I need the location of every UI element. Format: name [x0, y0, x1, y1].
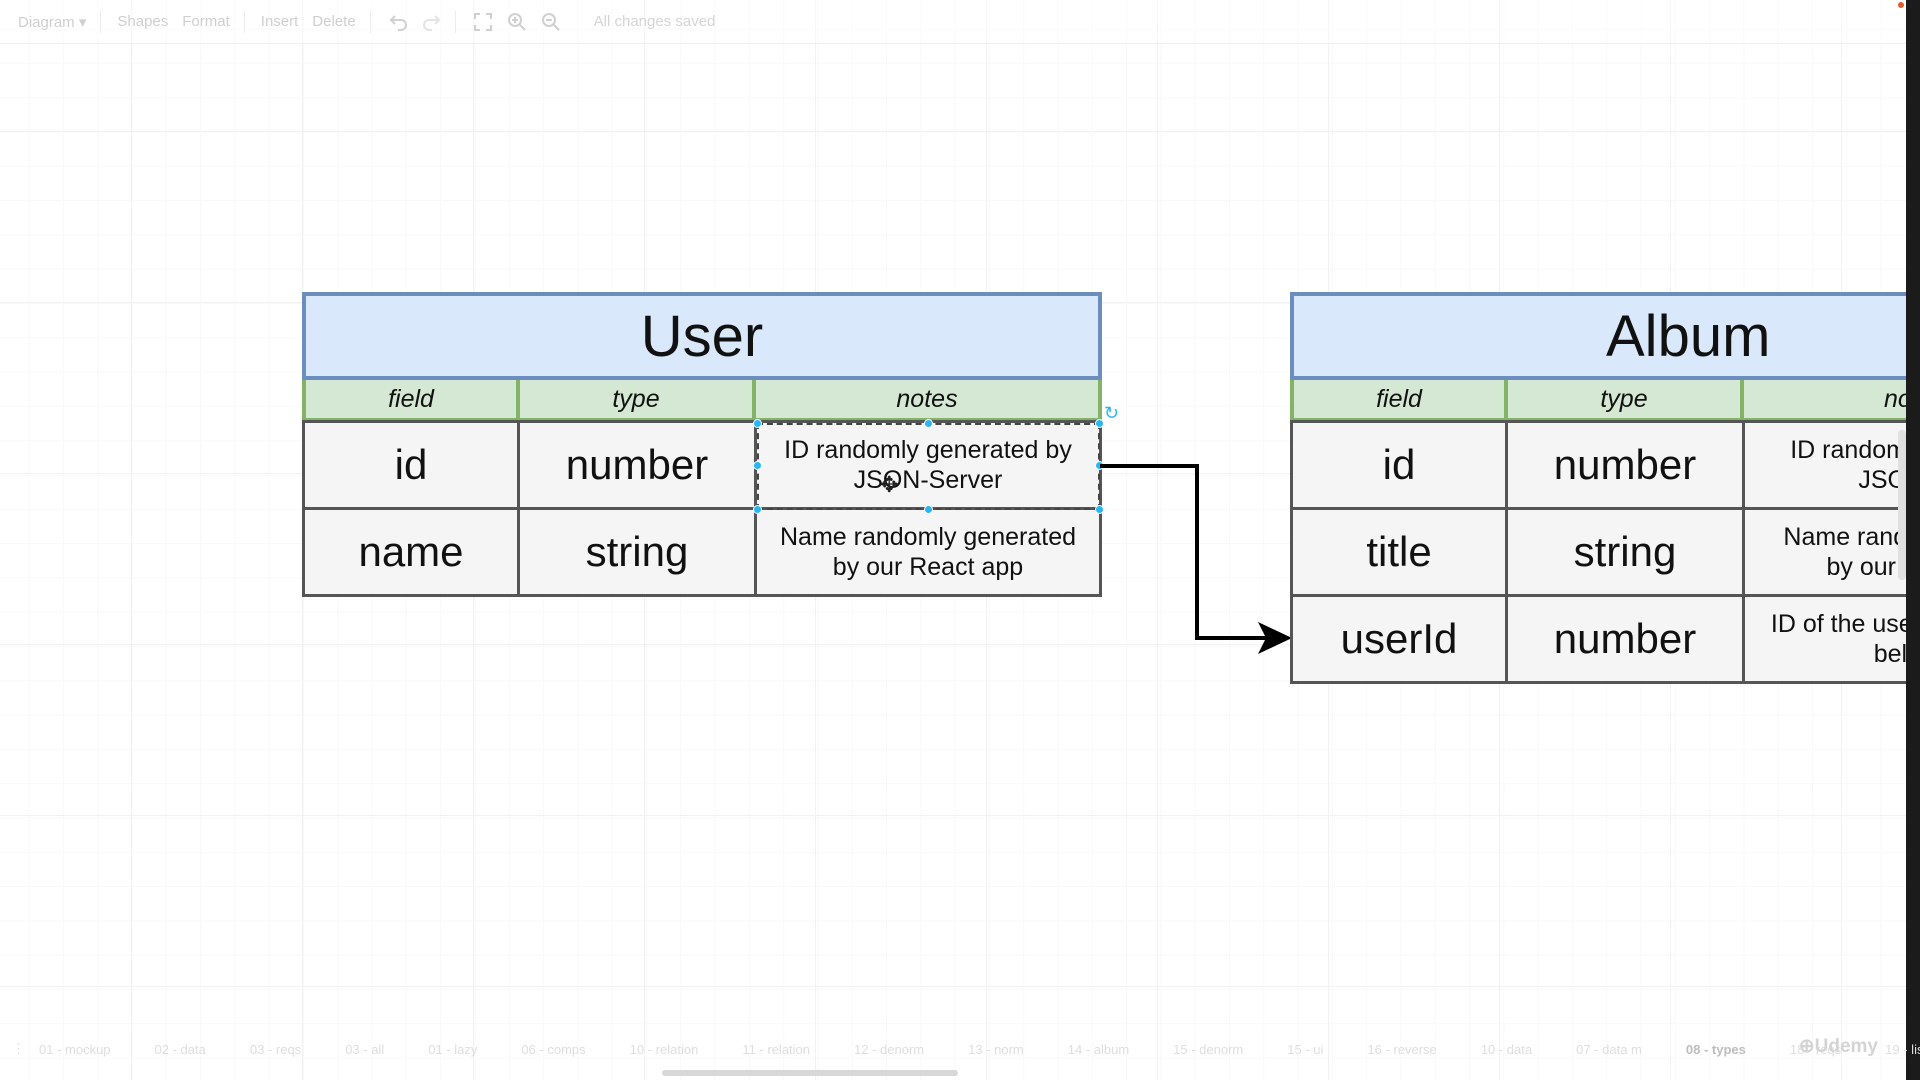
page-tab[interactable]: 18 - reqs — [1789, 1041, 1842, 1057]
page-tab[interactable]: 06 - comps — [521, 1041, 586, 1057]
user-cell-notes[interactable]: ID randomly generated by JSON-Server — [754, 420, 1102, 510]
toolbar-divider — [369, 10, 371, 33]
relation-arrow[interactable] — [1100, 460, 1300, 660]
page-tab[interactable]: 07 - data m — [1576, 1041, 1642, 1057]
toolbar-divider — [100, 10, 102, 33]
album-cell-field[interactable]: title — [1290, 507, 1508, 597]
page-tab[interactable]: 01 - lazy — [428, 1041, 478, 1057]
udemy-watermark: ⊕Udemy — [1798, 1036, 1878, 1057]
album-cell-type[interactable]: number — [1505, 594, 1745, 684]
page-tab[interactable]: 15 - denorm — [1173, 1041, 1244, 1057]
user-header-notes[interactable]: notes — [752, 380, 1102, 422]
page-tab[interactable]: 11 - relation — [742, 1041, 811, 1057]
zoom-in-icon[interactable] — [506, 11, 528, 33]
horizontal-scrollbar[interactable] — [662, 1070, 958, 1076]
album-cell-field[interactable]: id — [1290, 420, 1508, 510]
album-header-field[interactable]: field — [1290, 380, 1508, 422]
page-tab[interactable]: 12 - denorm — [854, 1041, 925, 1057]
vertical-scrollbar[interactable] — [1898, 430, 1906, 580]
resize-handle[interactable] — [753, 505, 762, 514]
album-table[interactable]: Album field type no id number ID randoml… — [1290, 292, 1906, 684]
album-cell-notes[interactable]: ID randomly JSON — [1742, 420, 1906, 510]
shapes-button[interactable]: Shapes — [117, 13, 169, 30]
user-cell-type[interactable]: number — [517, 420, 757, 510]
page-tab[interactable]: 08 - types — [1685, 1041, 1746, 1057]
page-tab-list: 01 - mockup 02 - data 03 - reqs 03 - all 01 … — [39, 1042, 1920, 1057]
page-tab[interactable]: 14 - album — [1067, 1041, 1130, 1057]
album-table-clip: Album field type no id number ID randoml… — [1290, 292, 1906, 692]
user-cell-field[interactable]: id — [302, 420, 520, 510]
album-cell-notes[interactable]: Name rando by our R — [1742, 507, 1906, 597]
undo-icon[interactable] — [387, 11, 409, 33]
user-table[interactable]: User field type notes id number ID rando… — [302, 292, 1102, 598]
album-cell-notes[interactable]: ID of the user belo — [1742, 594, 1906, 684]
page-tab[interactable]: 15 - ui — [1287, 1041, 1324, 1057]
toolbar-divider — [454, 10, 456, 33]
page-tab[interactable]: 16 - reverse — [1367, 1041, 1437, 1057]
delete-button[interactable]: Delete — [312, 13, 356, 30]
save-status: All changes saved — [593, 13, 716, 30]
move-cursor-icon: ✥ — [880, 472, 899, 497]
resize-handle[interactable] — [753, 419, 762, 428]
resize-handle[interactable] — [924, 505, 933, 514]
format-button[interactable]: Format — [182, 13, 230, 30]
user-table-title[interactable]: User — [302, 292, 1102, 380]
page-tab[interactable]: 03 - all — [345, 1041, 385, 1057]
user-cell-field[interactable]: name — [302, 507, 520, 597]
resize-handle[interactable] — [753, 461, 762, 470]
album-header-notes[interactable]: no — [1740, 380, 1906, 422]
zoom-out-icon[interactable] — [540, 11, 562, 33]
user-header-field[interactable]: field — [302, 380, 520, 422]
user-cell-notes[interactable]: Name randomly generated by our React app — [754, 507, 1102, 597]
user-cell-type[interactable]: string — [517, 507, 757, 597]
pages-menu-icon[interactable]: ⋮ — [12, 1041, 25, 1056]
album-table-title[interactable]: Album — [1290, 292, 1906, 380]
user-header-type[interactable]: type — [516, 380, 756, 422]
album-cell-type[interactable]: string — [1505, 507, 1745, 597]
rotate-icon[interactable]: ↻ — [1104, 403, 1120, 423]
window-edge — [1906, 0, 1920, 1080]
page-tab[interactable]: 10 - data — [1480, 1041, 1533, 1057]
album-cell-field[interactable]: userId — [1290, 594, 1508, 684]
resize-handle[interactable] — [924, 419, 933, 428]
window-corner-dot — [1898, 2, 1904, 8]
album-cell-type[interactable]: number — [1505, 420, 1745, 510]
diagram-menu[interactable]: Diagram ▾ — [18, 13, 87, 31]
toolbar-divider — [243, 10, 245, 33]
page-tab[interactable]: 19 - list — [1885, 1041, 1920, 1057]
page-tab[interactable]: 10 - relation — [629, 1041, 699, 1057]
page-tab[interactable]: 03 - reqs — [249, 1041, 302, 1057]
page-tab[interactable]: 13 - norm — [968, 1041, 1024, 1057]
redo-icon[interactable] — [421, 11, 443, 33]
toolbar: Diagram ▾ Shapes Format Insert Delete Al… — [0, 0, 1920, 44]
resize-handle[interactable] — [1095, 419, 1104, 428]
insert-button[interactable]: Insert — [260, 13, 299, 30]
resize-handle[interactable] — [1095, 505, 1104, 514]
fullscreen-icon[interactable] — [472, 11, 494, 33]
page-tab[interactable]: 02 - data — [154, 1041, 206, 1057]
album-header-type[interactable]: type — [1504, 380, 1744, 422]
page-tab[interactable]: 01 - mockup — [39, 1041, 111, 1057]
